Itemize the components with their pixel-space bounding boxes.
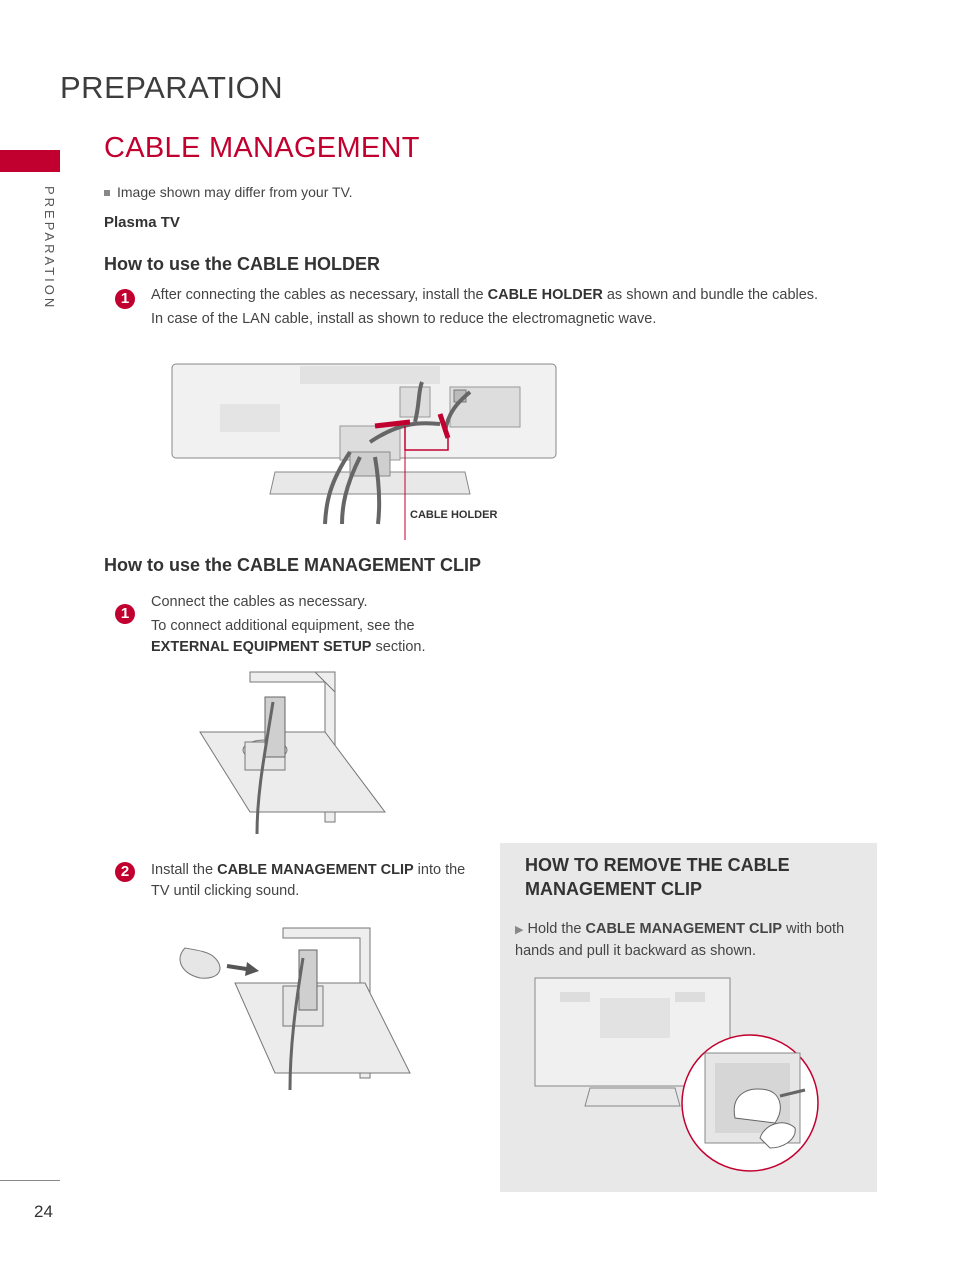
bullet-square-icon <box>104 190 110 197</box>
section-title: CABLE MANAGEMENT <box>104 132 420 164</box>
cable-holder-caption: CABLE HOLDER <box>410 509 498 521</box>
page-number: 24 <box>34 1202 53 1221</box>
tv-stand-clip-illustration <box>199 671 386 835</box>
model-label: Plasma TV <box>104 214 180 231</box>
holder-instructions: After connecting the cables as necessary… <box>151 287 819 327</box>
remove-clip-instructions: ▶Hold the CABLE MANAGEMENT CLIP with bot… <box>515 921 845 959</box>
remove-clip-title: HOW TO REMOVE THE CABLE MANAGEMENT CLIP <box>525 855 790 899</box>
step-number-badge: 1 <box>115 604 135 624</box>
tv-back-cable-holder-illustration <box>171 363 557 540</box>
install-clip-illustration <box>179 927 411 1091</box>
footer-divider <box>0 1180 60 1181</box>
clip-heading: How to use the CABLE MANAGEMENT CLIP <box>104 555 481 575</box>
remove-clip-illustration <box>534 977 819 1172</box>
clip-step1-instructions: Connect the cables as necessary. To conn… <box>151 594 426 655</box>
holder-heading: How to use the CABLE HOLDER <box>104 254 381 274</box>
image-note: Image shown may differ from your TV. <box>104 184 353 200</box>
step-number-badge: 1 <box>115 289 135 309</box>
side-accent-bar <box>0 150 60 172</box>
clip-step2-instructions: Install the CABLE MANAGEMENT CLIP into t… <box>151 862 466 899</box>
side-section-label: PREPARATION <box>42 186 57 311</box>
triangle-bullet-icon: ▶ <box>515 924 524 936</box>
step-number-badge: 2 <box>115 862 135 882</box>
page-header-title: PREPARATION <box>60 70 284 105</box>
